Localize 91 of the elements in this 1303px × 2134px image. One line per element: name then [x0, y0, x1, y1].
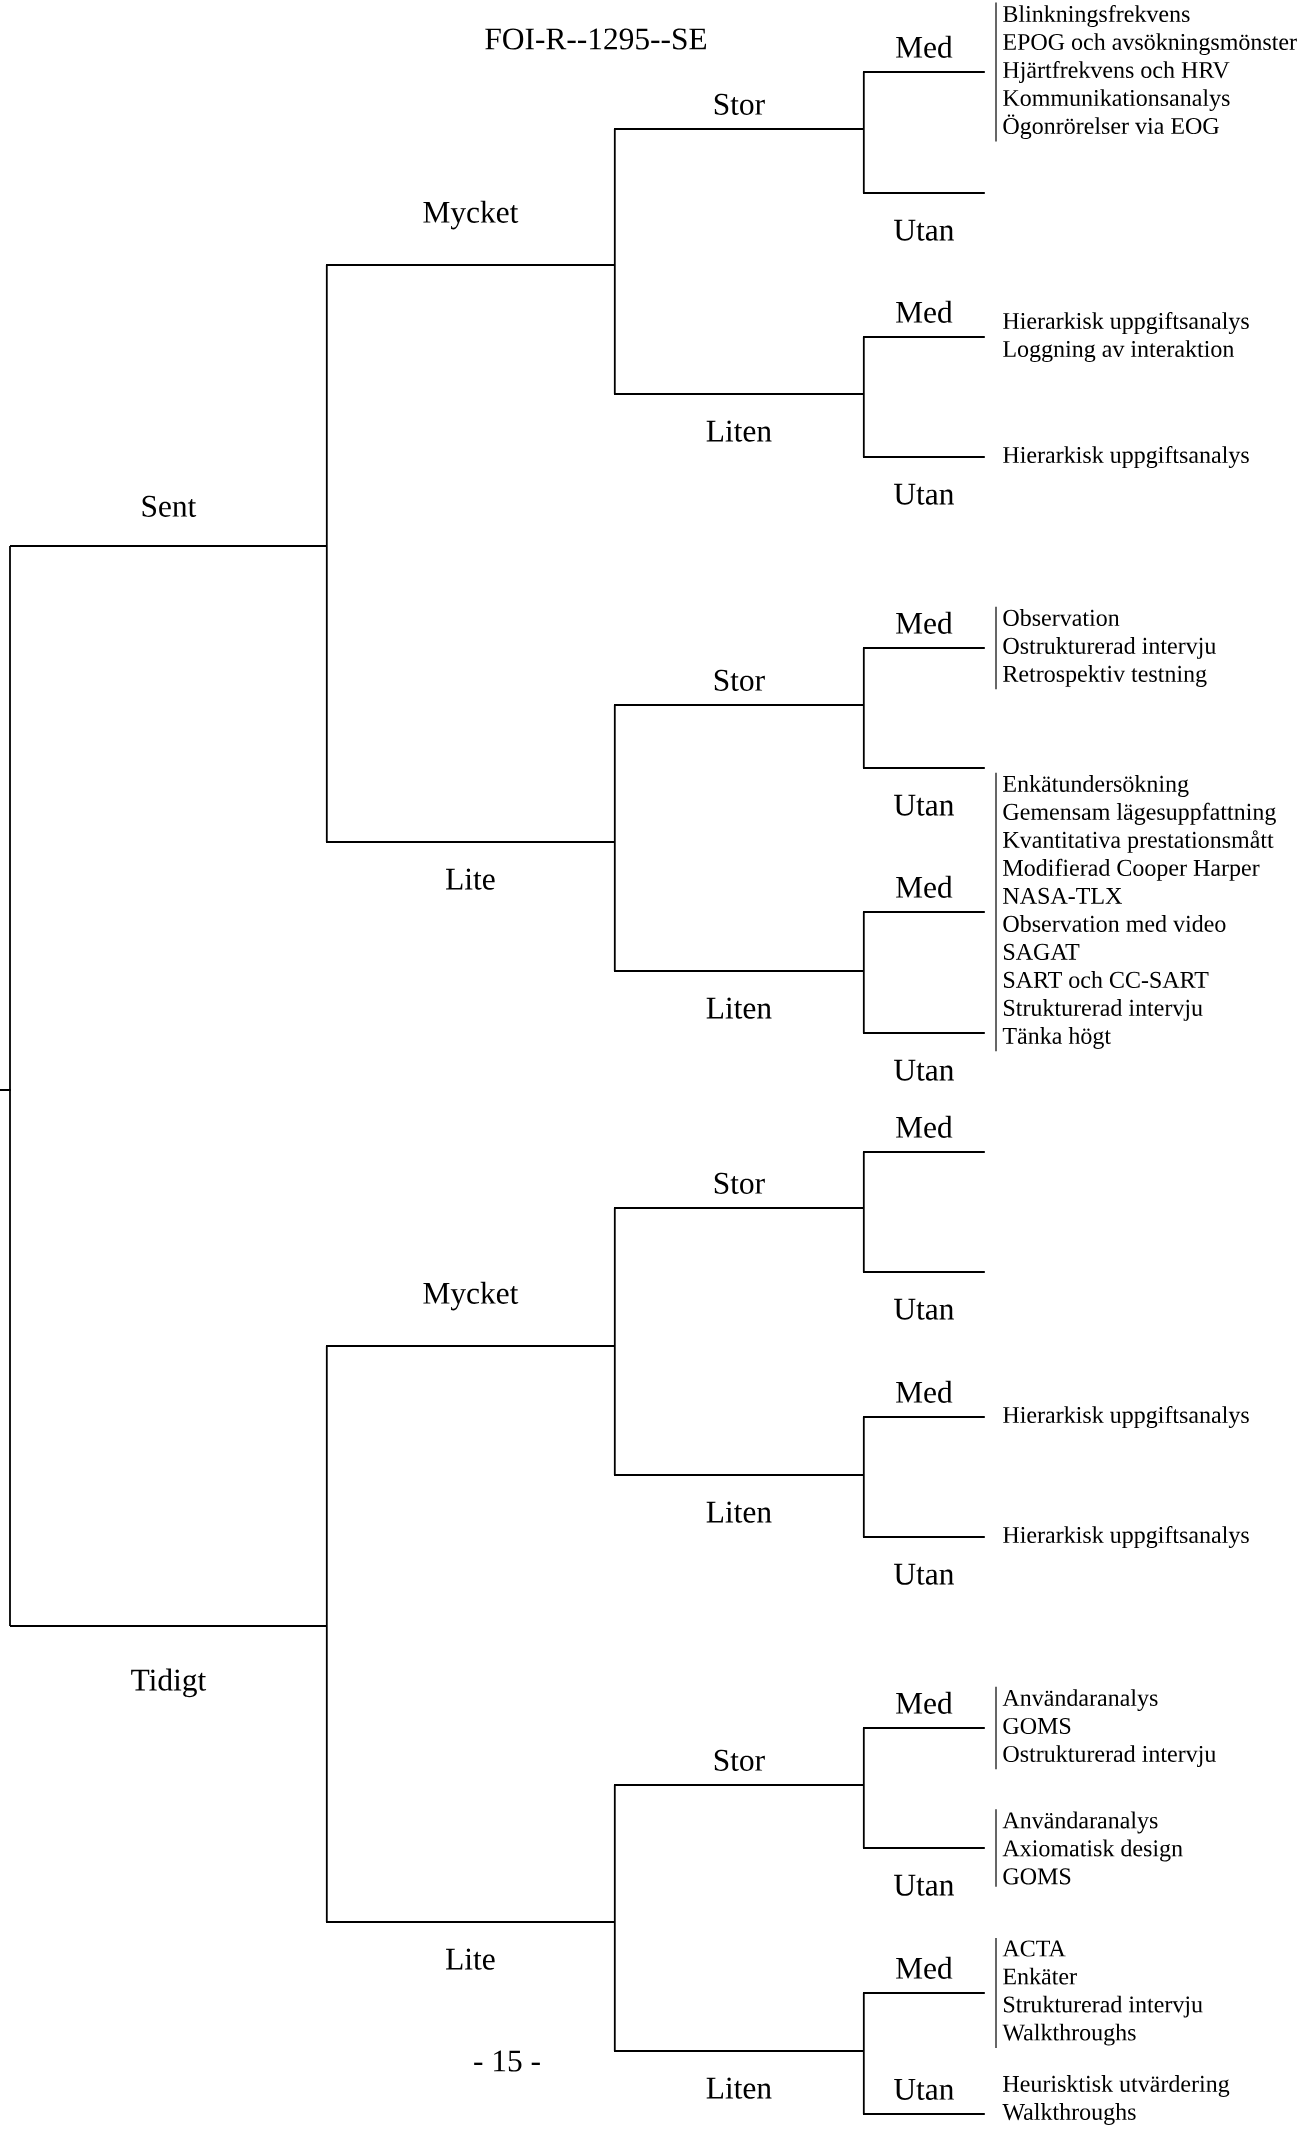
- method-list: Observation Ostrukturerad intervju Retrospektiv testning: [995, 606, 1216, 690]
- tree-branch: [862, 2050, 865, 2115]
- node-label: Kvantitativa prestationsmått: [1003, 830, 1274, 853]
- labelled-branch: Utan: [862, 2079, 986, 2115]
- method-list: Blinkningsfrekvens EPOG och avsökningsmönster Hjärtfrekvens och HRV Kommunikationsanalys Ögonrörelser via EOG: [995, 1, 1297, 143]
- tree-branch: [862, 1992, 865, 2052]
- labelled-branch: Liten: [613, 2050, 865, 2099]
- method-list: Hierarkisk uppgiftsanalys: [1003, 1525, 1249, 1549]
- labelled-branch: Stor: [613, 669, 865, 706]
- node-label: Modifierad Cooper Harper: [1003, 858, 1260, 881]
- node-label: Walkthroughs: [1002, 2023, 1136, 2046]
- labelled-branch: Med: [862, 611, 986, 649]
- method-list: Hierarkisk uppgiftsanalys: [1003, 1405, 1249, 1429]
- node-label: SAGAT: [1004, 943, 1080, 960]
- tree-branch: [862, 71, 865, 130]
- tree-branch: [862, 911, 865, 972]
- method-list: Enkätundersökning Gemensam lägesuppfattning Kvantitativa prestationsmått Modifierad Cooper Harper NASA-TLX Observation med video SAGAT SART och CC-SART Strukturerad intervju Tänka högt: [995, 772, 1276, 1052]
- labelled-branch: Med: [862, 300, 986, 338]
- node-label: Tänka högt: [1002, 1027, 1111, 1049]
- tree-branch: [862, 1474, 865, 1538]
- labelled-branch: Sent: [9, 495, 328, 547]
- node-label: Enkätundersökning: [1003, 775, 1189, 797]
- labelled-branch: Stor: [613, 1172, 865, 1209]
- tree-branch: [862, 970, 865, 1034]
- labelled-branch: Utan: [862, 456, 986, 505]
- tree-branch: [613, 1207, 616, 1347]
- tree-branch: [862, 1784, 865, 1849]
- labelled-branch: Utan: [862, 1847, 986, 1896]
- node-label: Enkäter: [1003, 1967, 1077, 1985]
- labelled-branch: Liten: [613, 1474, 865, 1523]
- labelled-branch: Stor: [613, 1749, 865, 1786]
- labelled-branch: Mycket: [325, 1281, 616, 1347]
- tree-branch: [862, 128, 865, 194]
- tree-branch: [862, 1207, 865, 1273]
- labelled-branch: Med: [862, 1956, 986, 1994]
- tree-branch: [862, 647, 865, 706]
- node-label: SART och CC-SART: [1004, 971, 1209, 988]
- tree-branch: [862, 1151, 865, 1209]
- node-label: Gemensam lägesuppfattning: [1003, 802, 1276, 825]
- labelled-branch: Liten: [613, 970, 865, 1019]
- method-list: Användaranalys Axiomatisk design GOMS: [995, 1808, 1183, 1888]
- labelled-branch: Med: [862, 1691, 986, 1729]
- node-label: Ögonrörelser via EOG: [1003, 114, 1219, 140]
- node-label: EPOG och avsökningsmönster: [1003, 33, 1297, 56]
- tree-branch: [862, 336, 865, 395]
- labelled-branch: Utan: [862, 1032, 986, 1081]
- labelled-branch: Mycket: [325, 200, 616, 266]
- labelled-branch: Utan: [862, 1536, 986, 1585]
- method-list: Hierarkisk uppgiftsanalys: [1003, 445, 1249, 469]
- labelled-branch: Med: [862, 35, 986, 73]
- labelled-branch: Lite: [325, 1921, 616, 1970]
- tree-branch: [0, 1089, 11, 1627]
- tree-branch: [613, 264, 616, 395]
- method-list: Hierarkisk uppgiftsanalys Loggning av interaktion: [1003, 311, 1249, 363]
- page-label: FOI-R--1295--SE: [485, 28, 707, 50]
- tree-branch: [613, 128, 616, 266]
- node-label: NASA-TLX: [1003, 887, 1122, 904]
- labelled-branch: Utan: [862, 767, 986, 816]
- tree-branch: [325, 545, 328, 843]
- labelled-branch: Lite: [325, 841, 616, 890]
- labelled-branch: Med: [862, 875, 986, 913]
- tree-branch: [613, 841, 616, 972]
- labelled-branch: Liten: [613, 393, 865, 442]
- tree-branch: [325, 1625, 328, 1923]
- node-label: Blinkningsfrekvens: [1003, 4, 1190, 28]
- labelled-branch: Utan: [862, 1271, 986, 1320]
- tree-branch: [862, 1727, 865, 1786]
- labelled-branch: Utan: [862, 192, 986, 241]
- tree-branch: [613, 1784, 616, 1923]
- tree-branch: [325, 264, 328, 547]
- tree-branch: [862, 704, 865, 769]
- method-list: Användaranalys GOMS Ostrukturerad intervju: [995, 1686, 1216, 1770]
- node-label: Observation med video: [1003, 915, 1226, 932]
- tree-branch: [862, 1416, 865, 1476]
- tree-branch: [862, 393, 865, 458]
- labelled-branch: Med: [862, 1115, 986, 1153]
- node-label: Strukturerad intervju: [1004, 999, 1203, 1021]
- tree-branch: [613, 1345, 616, 1476]
- method-list: ACTA Enkäter Strukturerad intervju Walkthroughs: [995, 1937, 1203, 2049]
- page-label: - 15 -: [474, 2050, 540, 2072]
- node-label: Hjärtfrekvens och HRV: [1003, 60, 1230, 83]
- tree-branch: [613, 704, 616, 843]
- node-label: Strukturerad intervju: [1004, 1995, 1203, 2018]
- labelled-branch: Med: [862, 1380, 986, 1418]
- node-label: Kommunikationsanalys: [1003, 89, 1230, 112]
- node-label: ACTA: [1002, 1940, 1066, 1957]
- tree-branch: [325, 1345, 328, 1627]
- tree-branch: [613, 1921, 616, 2052]
- method-list: Heurisktisk utvärdering Walkthroughs: [1002, 2075, 1230, 2125]
- labelled-branch: Stor: [613, 93, 865, 130]
- labelled-branch: Tidigt: [9, 1625, 328, 1698]
